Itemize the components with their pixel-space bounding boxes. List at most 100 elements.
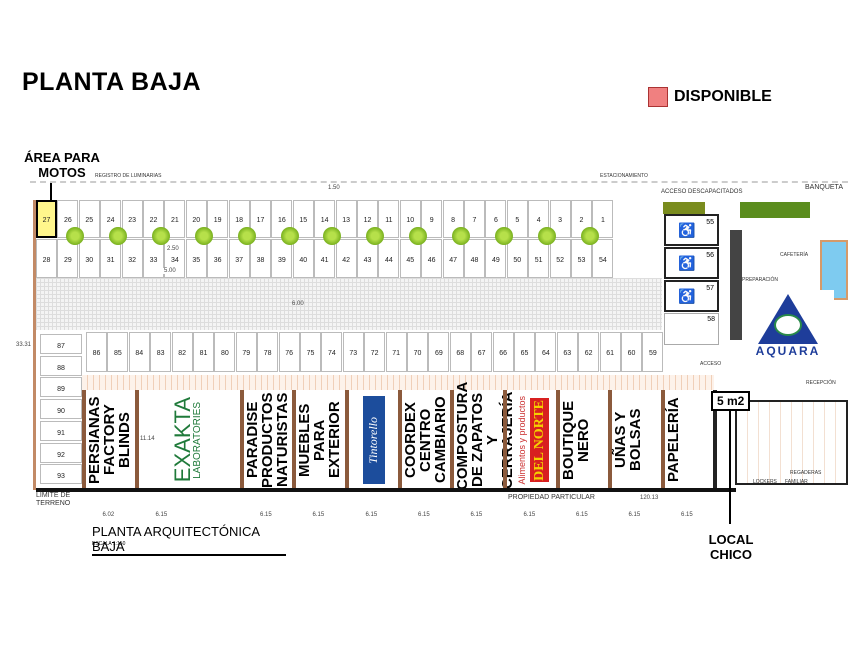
store-unit[interactable]: PERSIANAS FACTORY BLINDS [82, 390, 135, 490]
parking-spot[interactable]: 83 [150, 332, 172, 372]
parking-spot[interactable]: 84 [128, 332, 150, 372]
parking-spot[interactable]: 81 [193, 332, 214, 372]
local-chico-arrow-icon [729, 411, 731, 524]
page-title: PLANTA BAJA [22, 68, 202, 96]
parking-spot[interactable]: 86 [86, 332, 107, 372]
parking-spot[interactable]: 27 [36, 200, 57, 238]
parking-spot[interactable]: 79 [235, 332, 257, 372]
store-unit[interactable]: Tintorello [345, 390, 398, 490]
parking-spot-number: 69 [434, 350, 443, 358]
aquara-logo: AQUARA [742, 290, 834, 370]
parking-spot[interactable]: 9 [421, 200, 443, 238]
parking-spot[interactable]: 73 [342, 332, 364, 372]
parking-spot[interactable]: 82 [171, 332, 193, 372]
parking-spot[interactable]: 45 [399, 239, 421, 278]
store-unit[interactable]: BOUTIQUE NERO [556, 390, 608, 490]
parking-spot[interactable]: 85 [107, 332, 129, 372]
parking-spot[interactable]: 38 [250, 239, 271, 278]
parking-spot[interactable]: 50 [506, 239, 528, 278]
parking-spot[interactable]: 3 [549, 200, 571, 238]
parking-spot[interactable]: 80 [214, 332, 236, 372]
store-unit[interactable]: PARADISE PRODUCTOS NATURISTAS [240, 390, 292, 490]
parking-spot[interactable]: 31 [100, 239, 122, 278]
parking-spot[interactable]: 58 [664, 313, 719, 345]
parking-spot[interactable]: 28 [36, 239, 57, 278]
parking-spot-number: 28 [42, 256, 51, 264]
parking-spot[interactable]: 78 [257, 332, 279, 372]
parking-spot-number: 9 [429, 217, 434, 225]
parking-spot[interactable]: 88 [40, 355, 82, 376]
parking-spot[interactable]: 91 [40, 420, 82, 441]
store-unit[interactable]: COMPOSTURA DE ZAPATOS Y CERRAJERÍA [450, 382, 516, 490]
parking-spot[interactable]: 72 [364, 332, 386, 372]
parking-spot[interactable]: 53 [571, 239, 592, 278]
parking-spot[interactable]: 64 [535, 332, 557, 372]
tree-icon [194, 227, 213, 245]
parking-spot[interactable]: 52 [549, 239, 571, 278]
parking-spot[interactable]: 71 [385, 332, 407, 372]
parking-spot-number: 16 [277, 217, 286, 225]
parking-spot[interactable]: 23 [121, 200, 143, 238]
parking-spot[interactable]: 59 [642, 332, 664, 372]
parking-spot[interactable]: 5 [506, 200, 528, 238]
parking-spot-number: 37 [235, 256, 243, 264]
parking-spot[interactable]: 42 [335, 239, 357, 278]
parking-spot[interactable]: 15 [292, 200, 314, 238]
parking-spot[interactable]: 46 [421, 239, 443, 278]
parking-spot[interactable]: 1 [592, 200, 614, 238]
parking-spot[interactable]: 63 [556, 332, 578, 372]
parking-spot[interactable]: 68 [449, 332, 471, 372]
parking-spot-number: 75 [306, 350, 315, 358]
parking-spot[interactable]: 92 [40, 442, 82, 463]
parking-spot[interactable]: 17 [250, 200, 271, 238]
parking-spot-number: 18 [235, 217, 243, 225]
parking-spot-number: 43 [363, 256, 372, 264]
parking-spot[interactable]: 21 [164, 200, 186, 238]
parking-spot[interactable]: 32 [121, 239, 143, 278]
store-unit[interactable]: PAPELERÍA [661, 390, 713, 490]
parking-spot[interactable]: 40 [292, 239, 314, 278]
accessible-parking-spot[interactable]: ♿57 [664, 280, 719, 312]
parking-spot[interactable]: 69 [428, 332, 450, 372]
accessible-parking-spot[interactable]: ♿55 [664, 214, 719, 246]
parking-spot-number: 49 [491, 256, 500, 264]
parking-spot[interactable]: 25 [78, 200, 100, 238]
parking-spot[interactable]: 30 [78, 239, 100, 278]
parking-spot[interactable]: 70 [407, 332, 428, 372]
parking-spot[interactable]: 90 [40, 399, 82, 420]
parking-spot[interactable]: 13 [335, 200, 357, 238]
store-unit[interactable]: COORDEX CENTRO CAMBIARIO [398, 390, 450, 490]
parking-spot[interactable]: 62 [578, 332, 600, 372]
parking-spot[interactable]: 54 [592, 239, 614, 278]
parking-spot[interactable]: 44 [378, 239, 400, 278]
parking-spot[interactable]: 75 [300, 332, 321, 372]
parking-spot[interactable]: 76 [278, 332, 300, 372]
parking-spot[interactable]: 66 [492, 332, 514, 372]
parking-spot-number: 7 [472, 217, 477, 225]
store-unit[interactable]: UÑAS Y BOLSAS [608, 390, 661, 490]
parking-spot[interactable]: 87 [40, 334, 82, 354]
parking-spot[interactable]: 41 [314, 239, 336, 278]
parking-spot-number: 56 [706, 252, 714, 259]
store-unit[interactable]: MUEBLES PARA EXTERIOR [292, 390, 345, 490]
parking-spot-number: 82 [178, 350, 186, 358]
parking-spot[interactable]: 65 [514, 332, 535, 372]
frog-icon [774, 314, 802, 336]
parking-spot[interactable]: 11 [378, 200, 400, 238]
parking-spot[interactable]: 67 [471, 332, 493, 372]
lockers-label: LOCKERS [753, 479, 777, 485]
parking-spot[interactable]: 48 [464, 239, 485, 278]
store-name: BOUTIQUE NERO [560, 400, 592, 480]
parking-spot[interactable]: 93 [40, 464, 82, 485]
parking-spot[interactable]: 74 [321, 332, 343, 372]
parking-spot[interactable]: 7 [464, 200, 485, 238]
parking-spot[interactable]: 36 [207, 239, 229, 278]
parking-spot[interactable]: 19 [207, 200, 229, 238]
parking-spot[interactable]: 60 [621, 332, 642, 372]
accessible-parking-spot[interactable]: ♿56 [664, 247, 719, 279]
parking-spot[interactable]: 89 [40, 377, 82, 398]
parking-spot[interactable]: 61 [599, 332, 621, 372]
tree-icon [495, 227, 513, 245]
